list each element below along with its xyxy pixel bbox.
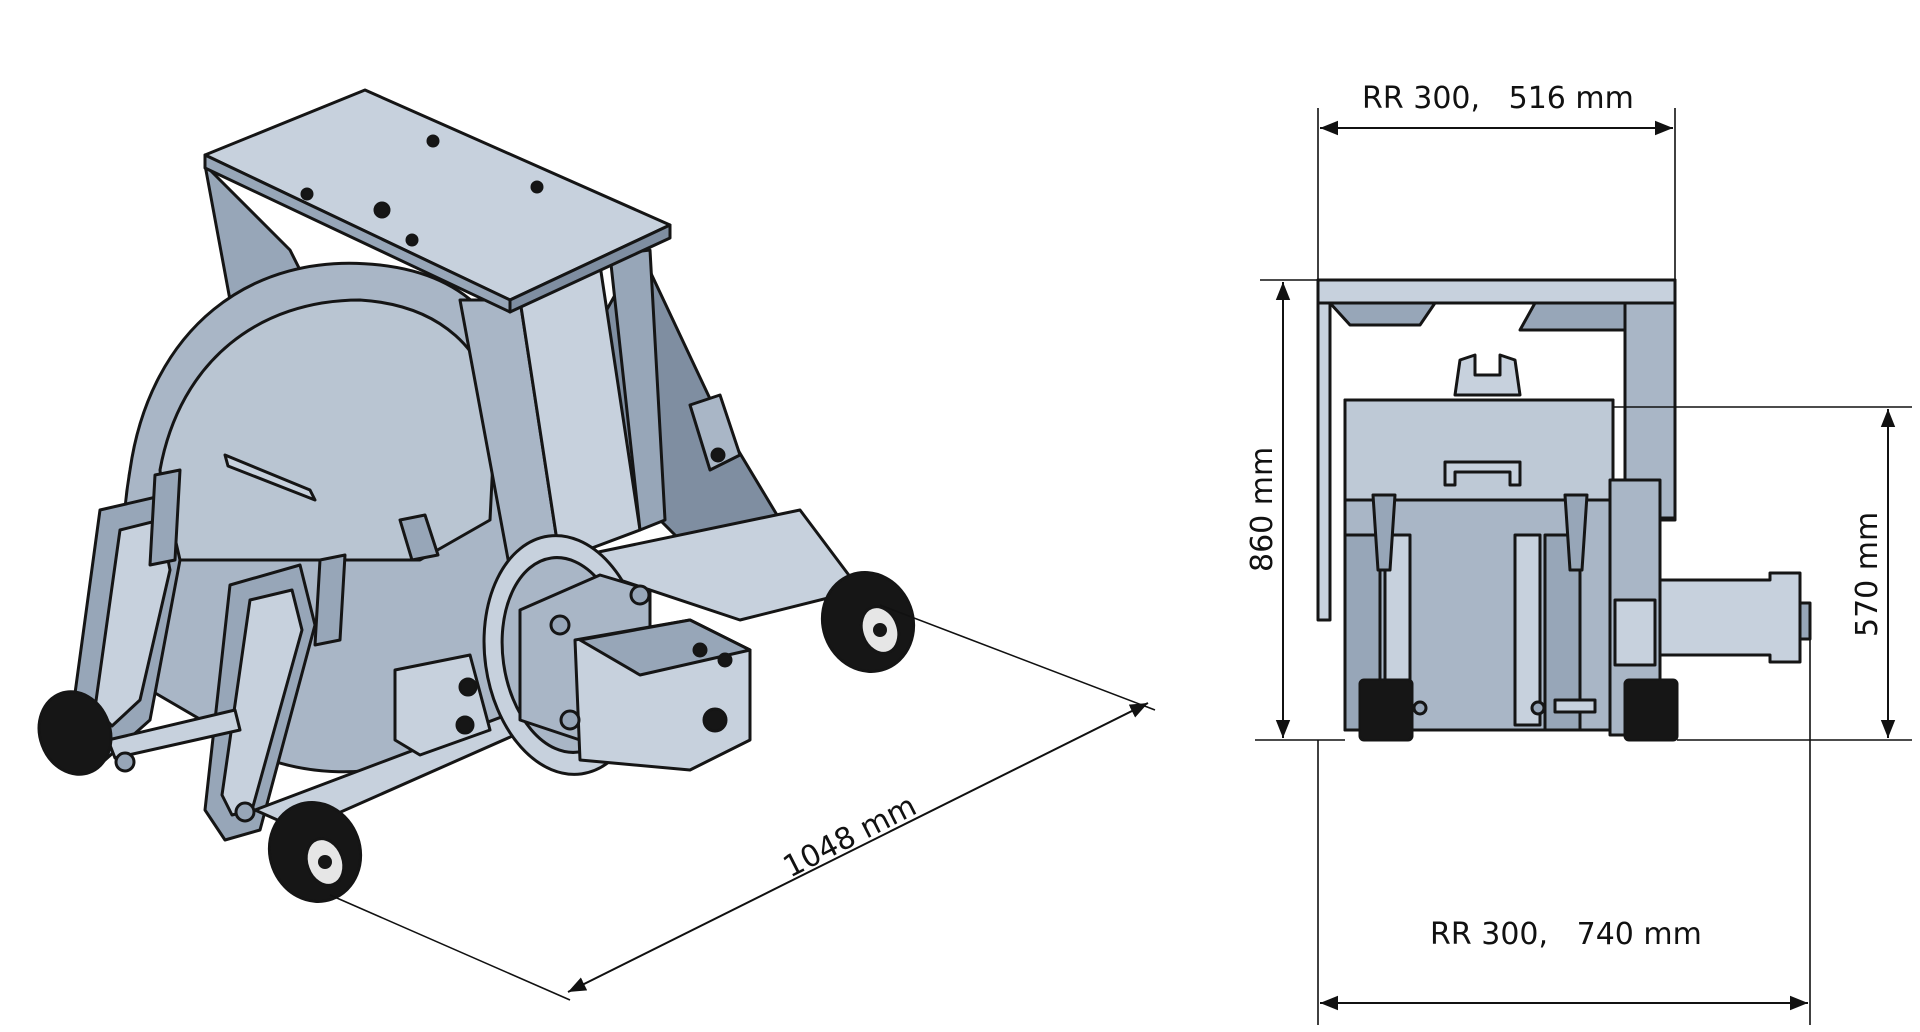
- wheel-front-left: [1358, 678, 1414, 742]
- wheel-left: [37, 690, 113, 776]
- dimension-top-width: RR 300, 516 mm: [1317, 81, 1676, 280]
- isometric-view: 1048 mm: [37, 88, 1156, 1001]
- bottom-width-label: RR 300, 740 mm: [1430, 917, 1702, 952]
- top-width-label: RR 300, 516 mm: [1362, 81, 1634, 116]
- length-label: 1048 mm: [778, 788, 923, 885]
- total-height-label: 860 mm: [1245, 447, 1280, 572]
- dimension-bottom-width: RR 300, 740 mm: [1317, 640, 1811, 1025]
- wheel-right: [820, 571, 916, 673]
- dimension-body-height: 570 mm: [1613, 406, 1912, 741]
- wheel-front: [267, 801, 363, 903]
- motor-side: [1658, 571, 1802, 664]
- wheel-front-right: [1623, 678, 1679, 742]
- dimension-total-height: 860 mm: [1245, 279, 1345, 741]
- top-frame: [1316, 278, 1677, 305]
- body-height-label: 570 mm: [1850, 512, 1885, 637]
- front-view: RR 300, 516 mm 860 mm 570 mm RR 300, 740…: [1245, 81, 1912, 1025]
